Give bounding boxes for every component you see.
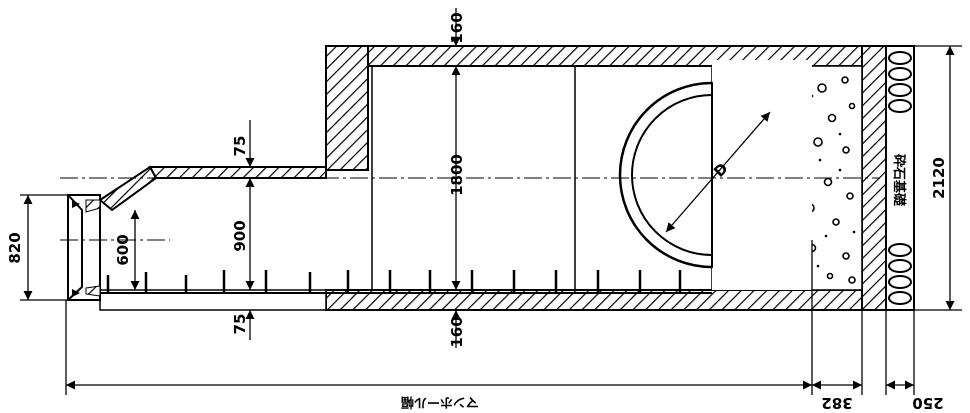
dim-overall-height: 2120	[930, 157, 948, 199]
dim-top-wall: 160	[448, 12, 466, 43]
inlet-pipe	[67, 165, 712, 311]
diameter-D-line	[665, 111, 771, 233]
left-wall-upper	[325, 45, 369, 171]
dimension-lines	[20, 8, 962, 395]
dim-small-pipe-inner: 600	[114, 234, 132, 265]
dim-total-length: マンホール幅	[401, 394, 479, 410]
dim-concrete-width: 382	[821, 394, 852, 412]
large-pipe: D	[618, 60, 812, 290]
centerlines	[60, 177, 880, 241]
dim-box-height: 1800	[448, 154, 466, 196]
dim-bottom-wall: 160	[448, 316, 466, 347]
dim-pipe-top-wall: 75	[231, 136, 249, 157]
dim-pipe-inner: 900	[231, 220, 249, 251]
dim-small-pipe-outer: 820	[6, 232, 24, 263]
dim-pipe-bottom-wall: 75	[231, 314, 249, 335]
gravel-base-label: 砕石基礎	[891, 154, 907, 207]
dimension-labels: 160 1800 160 75 900 75 600 820 2120 マンホー…	[6, 12, 948, 412]
reinforcement-marks	[106, 270, 682, 292]
dim-gravel-width: 250	[912, 394, 943, 412]
gravel-base: 砕石基礎	[885, 45, 915, 311]
